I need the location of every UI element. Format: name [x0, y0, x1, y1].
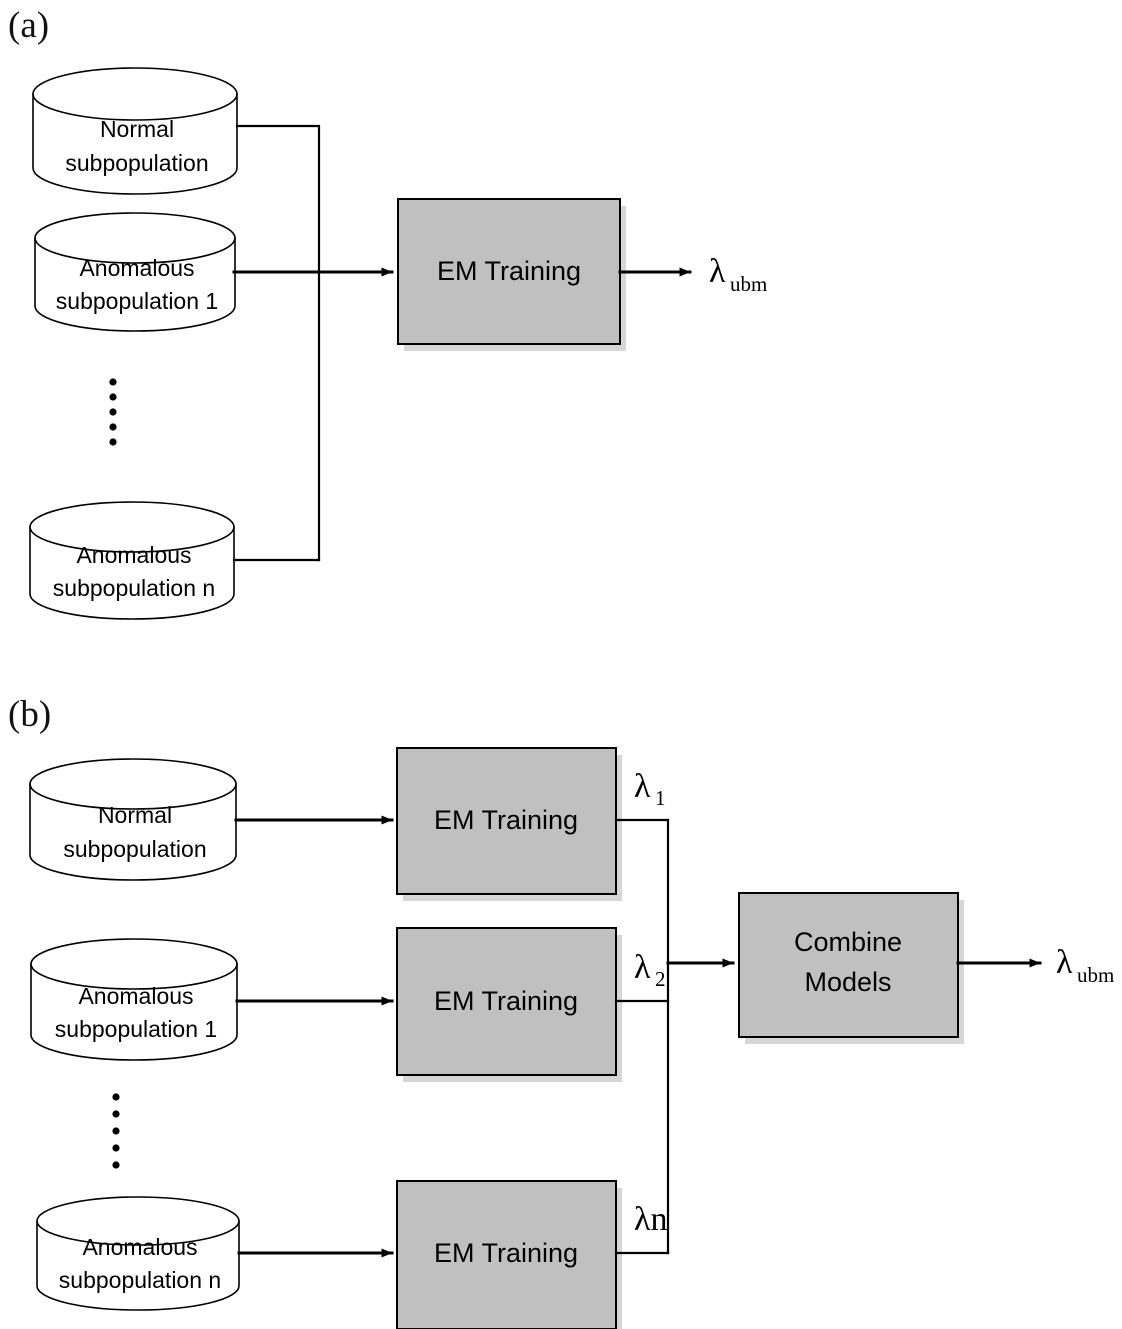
cylinder-label-line1: Normal — [100, 116, 174, 142]
panel-a-em-training-box[interactable]: EM Training — [397, 198, 626, 351]
panel-b-normal-subpopulation-cylinder: Normal subpopulation — [29, 758, 237, 881]
lambda-symbol: λ — [709, 253, 726, 290]
em-training-label: EM Training — [434, 805, 578, 835]
cylinder-label-line2: subpopulation — [65, 150, 208, 176]
cylinder-label-line2: subpopulation — [63, 836, 206, 862]
lambda-symbol: λ — [1056, 944, 1073, 981]
em-training-label: EM Training — [434, 1238, 578, 1268]
cylinder-label-line2: subpopulation 1 — [56, 288, 218, 314]
panel-b-lambda-1-label: λ 1 — [634, 768, 666, 810]
panel-b-anomalous-subpopulation-n-cylinder: Anomalous subpopulation n — [36, 1196, 240, 1311]
cylinder-label-line2: subpopulation 1 — [55, 1016, 217, 1042]
cylinder-label-line1: Anomalous — [82, 1234, 197, 1260]
em-training-label: EM Training — [437, 256, 581, 286]
panel-b-combine-models-box[interactable]: Combine Models — [738, 892, 964, 1044]
panel-b-anomalous-subpopulation-1-cylinder: Anomalous subpopulation 1 — [30, 938, 238, 1061]
panel-a-connector-bus — [232, 124, 321, 562]
cylinder-label-line1: Anomalous — [79, 255, 194, 281]
panel-a-lambda-ubm-label: λ ubm — [709, 253, 767, 296]
panel-b-ellipsis-dots — [112, 1093, 120, 1169]
panel-a-tag: (a) — [8, 5, 49, 46]
lambda-subscript: ubm — [1077, 963, 1114, 987]
cylinder-label-line1: Anomalous — [78, 983, 193, 1009]
cylinder-label-line1: Anomalous — [76, 542, 191, 568]
cylinder-label-line1: Normal — [98, 802, 172, 828]
combine-models-label-line1: Combine — [794, 927, 902, 957]
panel-a-ellipsis-dots — [109, 378, 117, 446]
lambda-subscript: ubm — [730, 272, 767, 296]
panel-a-anomalous-subpopulation-1-cylinder: Anomalous subpopulation 1 — [34, 212, 236, 332]
panel-b-em-training-box-2[interactable]: EM Training — [396, 927, 622, 1082]
cylinder-label-line2: subpopulation n — [59, 1267, 221, 1293]
em-training-label: EM Training — [434, 986, 578, 1016]
lambda-symbol: λ — [634, 768, 651, 805]
cylinder-label-line2: subpopulation n — [53, 575, 215, 601]
lambda-symbol: λn — [634, 1201, 668, 1238]
panel-b-tag: (b) — [8, 694, 51, 735]
panel-b-em-training-box-n[interactable]: EM Training — [396, 1180, 622, 1329]
panel-a-normal-subpopulation-cylinder: Normal subpopulation — [32, 67, 238, 195]
combine-models-label-line2: Models — [804, 967, 891, 997]
panel-b-lambda-n-label: λn — [634, 1201, 668, 1238]
lambda-subscript: 1 — [655, 786, 666, 810]
panel-b-lambda-bus — [614, 818, 670, 1255]
panel-b-lambda-2-label: λ 2 — [634, 949, 666, 991]
panel-b-lambda-ubm-label: λ ubm — [1056, 944, 1114, 987]
lambda-subscript: 2 — [655, 967, 666, 991]
lambda-symbol: λ — [634, 949, 651, 986]
panel-a-anomalous-subpopulation-n-cylinder: Anomalous subpopulation n — [29, 501, 235, 620]
panel-b-em-training-box-1[interactable]: EM Training — [396, 747, 622, 901]
